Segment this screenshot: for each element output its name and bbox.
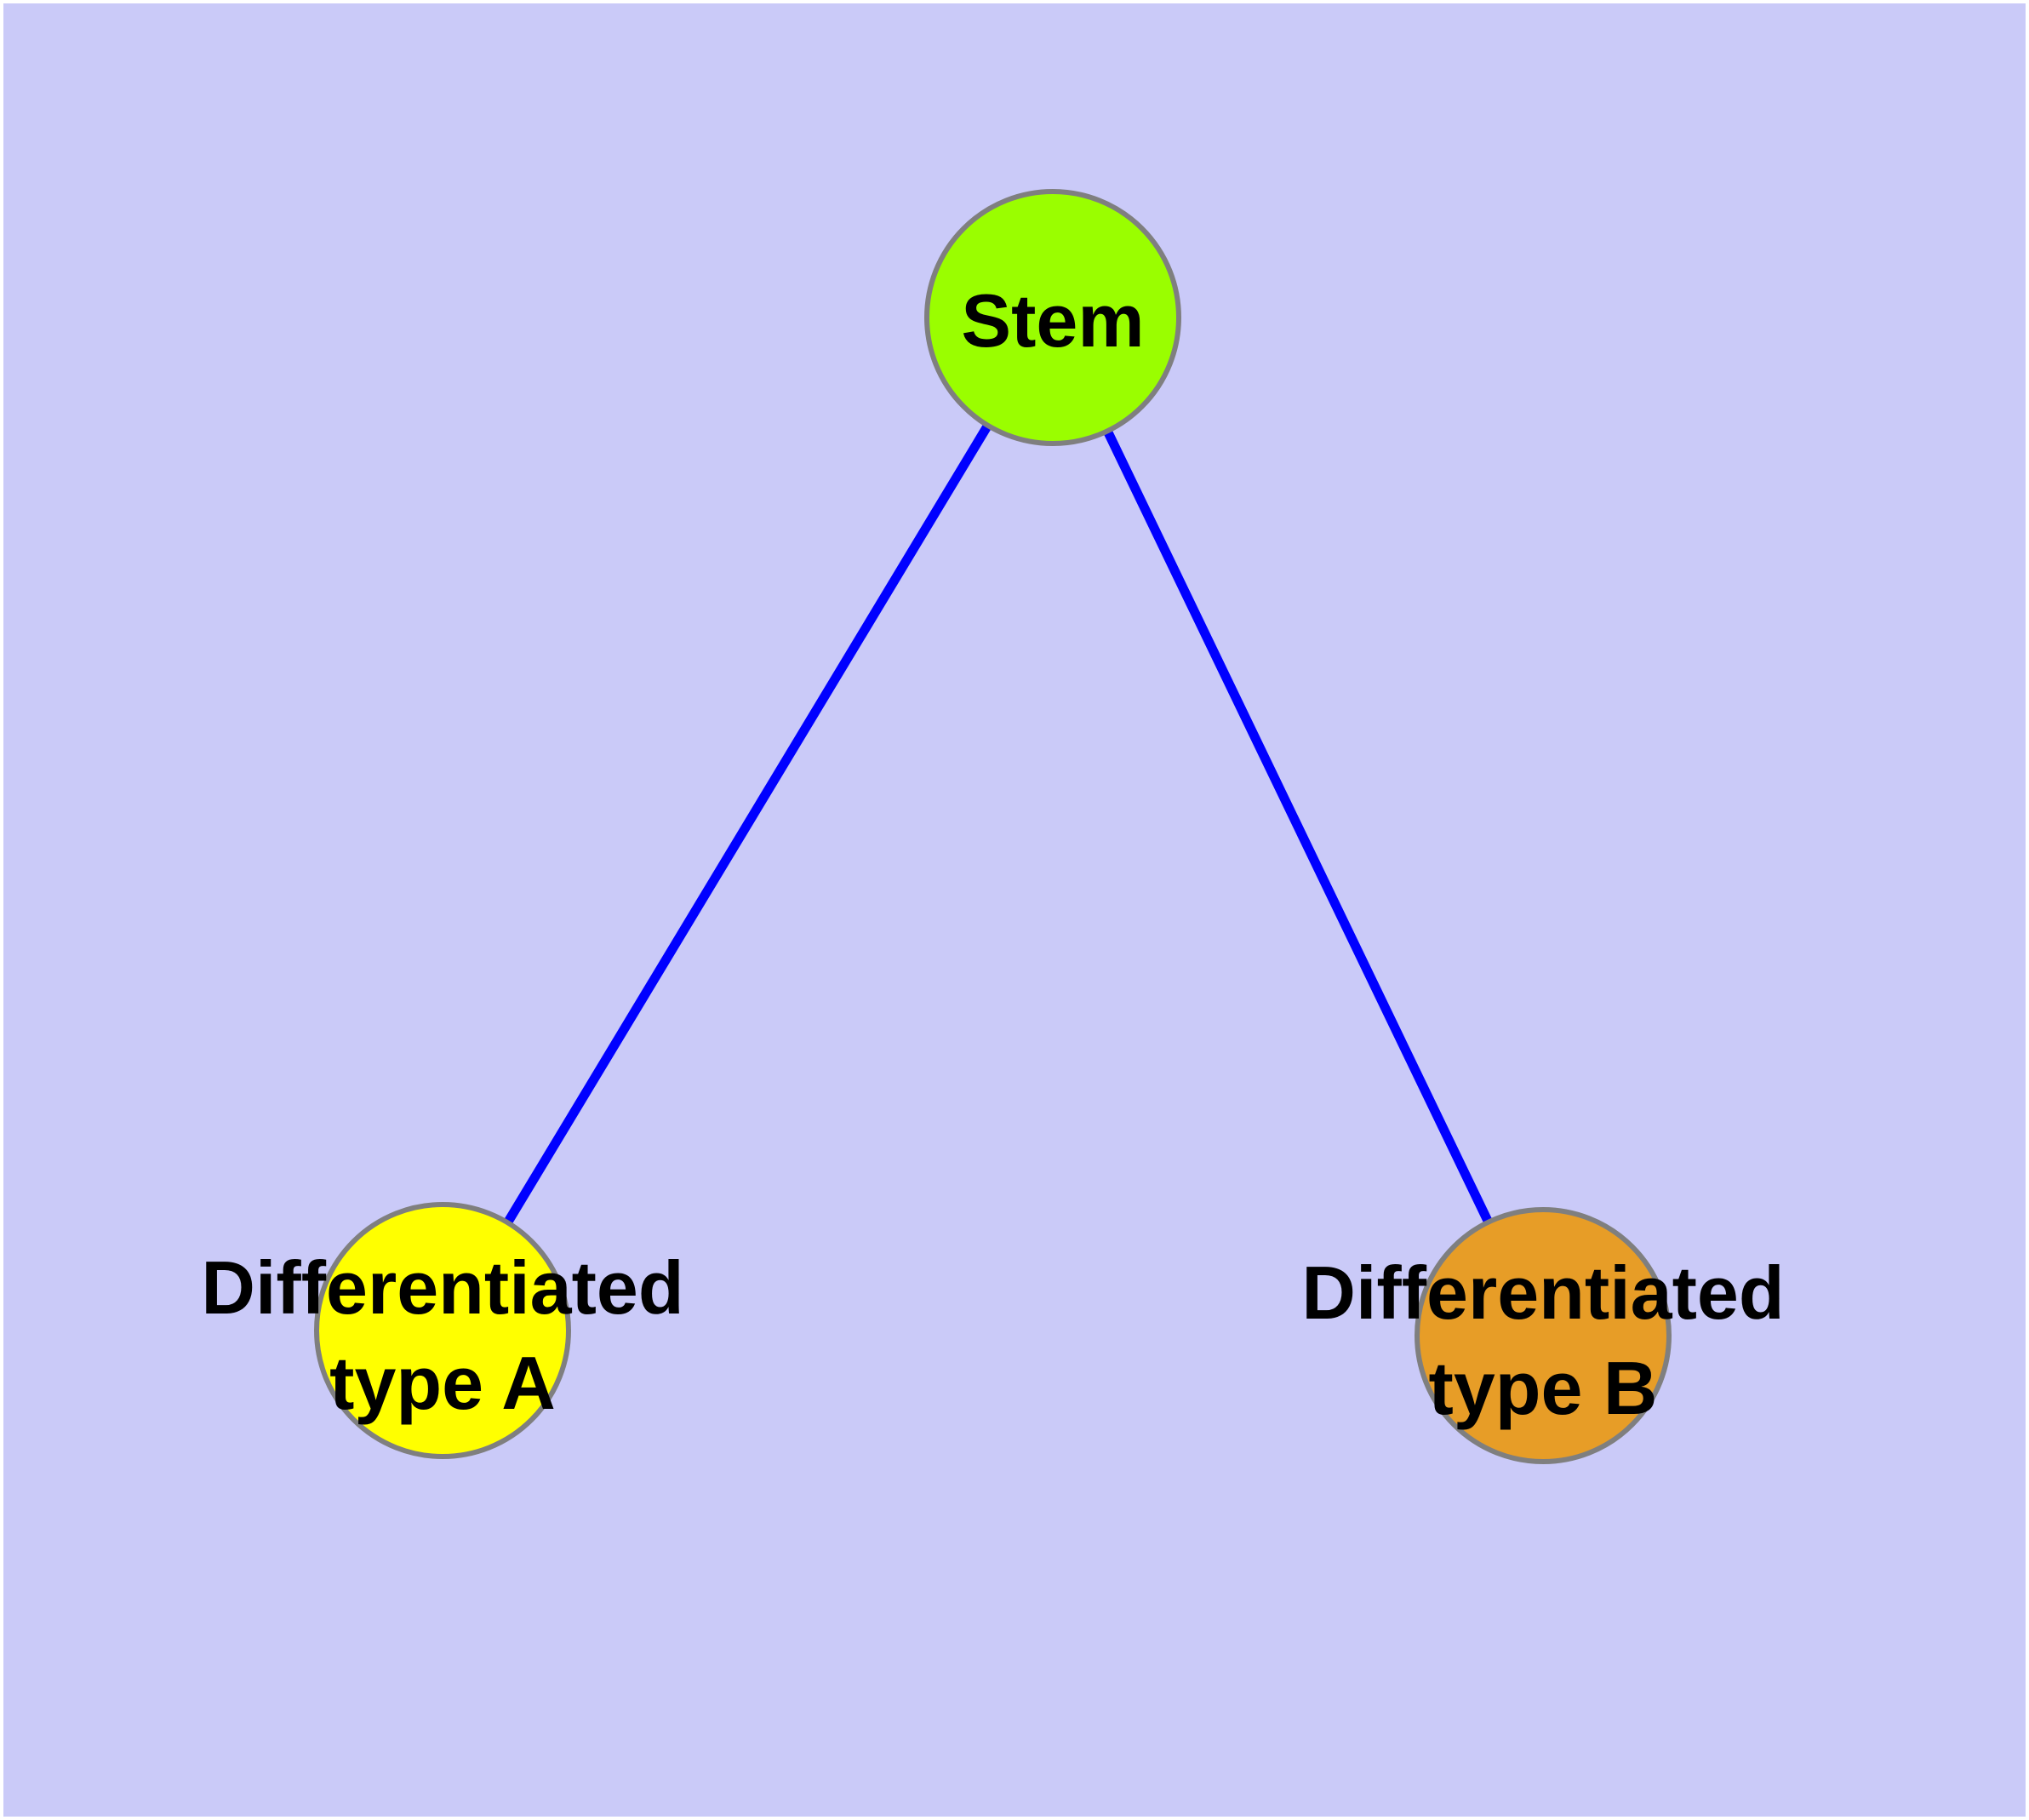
- node-differentiated-type-b: [1415, 1207, 1672, 1464]
- node-type-b-label-line2: type B: [1429, 1346, 1658, 1430]
- node-type-a-label-line2: type A: [329, 1341, 556, 1425]
- node-type-b-label-line1: Differentiated: [1301, 1251, 1784, 1335]
- edge-stem-to-type-a: [437, 312, 1058, 1336]
- edge-stem-to-type-b: [1048, 312, 1548, 1341]
- node-stem: [924, 189, 1181, 446]
- node-type-a-label-line1: Differentiated: [201, 1245, 683, 1330]
- node-stem-label: Stem: [961, 278, 1144, 363]
- node-differentiated-type-a: [314, 1202, 571, 1459]
